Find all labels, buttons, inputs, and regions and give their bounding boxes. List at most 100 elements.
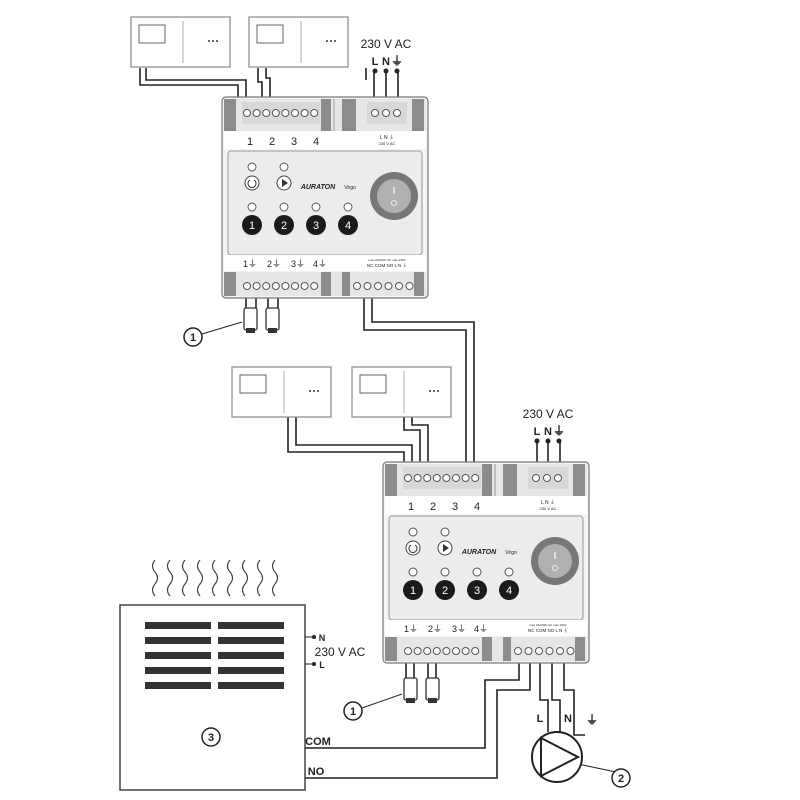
screw-terminal — [271, 109, 280, 117]
led-indicator — [408, 527, 418, 537]
electric-heater — [119, 604, 306, 791]
screw-terminal — [363, 282, 372, 290]
screw-terminal — [566, 647, 575, 655]
heat-wave-icon — [271, 559, 279, 597]
zone-output-label: 4⏚ — [474, 624, 488, 634]
zone-number-label: 4 — [313, 136, 319, 148]
heater-n-terminal — [312, 635, 316, 639]
zone-led — [247, 202, 257, 212]
power-terminal-labels: L N ⏚ — [541, 499, 555, 506]
zone-button — [403, 580, 423, 600]
model-name: Virgo — [344, 185, 356, 191]
screw-terminal — [262, 109, 271, 117]
supply-terminal-dot — [556, 438, 562, 444]
terminal-block-end — [321, 99, 331, 131]
zone-number-label: 4 — [474, 501, 480, 513]
callout-actuator — [183, 327, 203, 347]
thermostat-wire — [287, 416, 405, 465]
bottom-label-row — [224, 255, 426, 271]
pump-l-label: L — [537, 713, 544, 725]
zone-button — [499, 580, 519, 600]
zone-output-label: 3⏚ — [291, 259, 305, 269]
room-thermostat — [130, 16, 231, 68]
supply-terminal-dot — [372, 68, 378, 74]
relay-terminal-sub: max 3A/230V AC max 230V — [368, 258, 405, 262]
screw-terminal — [452, 647, 460, 655]
screw-terminal — [371, 109, 379, 117]
terminal-block-end — [321, 272, 331, 296]
zone-output-label: 3⏚ — [452, 624, 466, 634]
thermostat-wire — [139, 68, 239, 100]
zone-button — [242, 215, 262, 235]
terminal-block-end — [224, 99, 236, 131]
callout-heater — [201, 727, 221, 747]
thermoelectric-actuator — [425, 677, 440, 701]
relay-terminal-sub: max 3A/230V AC max 230V — [529, 623, 566, 627]
terminal-block-end — [342, 99, 356, 131]
heater-grille-bar — [145, 682, 211, 689]
callout-pump — [611, 768, 631, 788]
supply-label: 230 V AC — [523, 407, 574, 421]
screw-terminal — [461, 647, 470, 655]
heater-grille-bar — [145, 637, 211, 644]
screw-terminal — [404, 474, 412, 482]
zone-led — [279, 202, 289, 212]
screw-terminal — [543, 474, 551, 482]
screw-terminal — [545, 647, 554, 655]
screw-terminal — [423, 474, 432, 482]
screw-terminal — [310, 282, 319, 290]
screw-terminal — [514, 647, 522, 655]
thermostat-wire — [145, 68, 247, 100]
heater-com-label: COM — [305, 736, 331, 748]
terminal-block-end — [224, 272, 236, 296]
terminal-block-end — [385, 637, 397, 661]
heater-grille-bar — [218, 652, 284, 659]
supply-pe-label: ⏚ — [553, 424, 565, 438]
screw-terminal — [243, 282, 251, 290]
zone-output-label: 2⏚ — [267, 259, 281, 269]
zone-button-label: 2 — [442, 585, 448, 597]
screw-terminal — [471, 474, 480, 482]
heat-wave-icon — [241, 559, 249, 597]
zone-number-label: 3 — [291, 136, 297, 148]
screw-terminal — [300, 109, 309, 117]
room-thermostat — [248, 16, 349, 68]
callout-actuator-number: 1 — [350, 706, 356, 718]
zone-button-label: 4 — [506, 585, 512, 597]
zone-output-label: 2⏚ — [428, 624, 442, 634]
zone-button — [306, 215, 326, 235]
power-terminal-sub: 230 V AC — [540, 506, 557, 511]
room-thermostat — [231, 366, 332, 418]
supply-n-label: N — [544, 426, 552, 438]
actuator-base — [268, 328, 277, 333]
main-switch — [377, 179, 411, 213]
zone-button-label: 1 — [410, 585, 416, 597]
module-link-wire — [371, 298, 475, 465]
terminal-block-end — [482, 464, 492, 496]
zone-button-label: 1 — [249, 220, 255, 232]
pump-pe-label: ⏚ — [586, 713, 598, 727]
zone-output-label: 4⏚ — [313, 259, 327, 269]
screw-terminal — [461, 474, 470, 482]
zone-button-label: 3 — [313, 220, 319, 232]
callout-heater-number: 3 — [208, 732, 214, 744]
power-icon — [408, 544, 418, 553]
zone-number-label: 2 — [269, 136, 275, 148]
screw-terminal — [532, 474, 540, 482]
screw-terminal — [405, 282, 414, 290]
terminal-block-end — [412, 99, 424, 131]
heat-wave-icon — [181, 559, 189, 597]
supply-terminal-dot — [394, 68, 400, 74]
zone-led — [311, 202, 321, 212]
callout-actuator-leader — [201, 321, 243, 335]
screw-terminal — [452, 474, 460, 482]
actuator-base — [406, 698, 415, 703]
power-button-icon — [244, 175, 260, 191]
led-indicator — [279, 162, 289, 172]
zone-button-label: 4 — [345, 220, 351, 232]
screw-terminal — [413, 474, 422, 482]
heater-grille-bar — [218, 667, 284, 674]
supply-terminal-dot — [383, 68, 389, 74]
thermostat-dot — [212, 40, 214, 42]
